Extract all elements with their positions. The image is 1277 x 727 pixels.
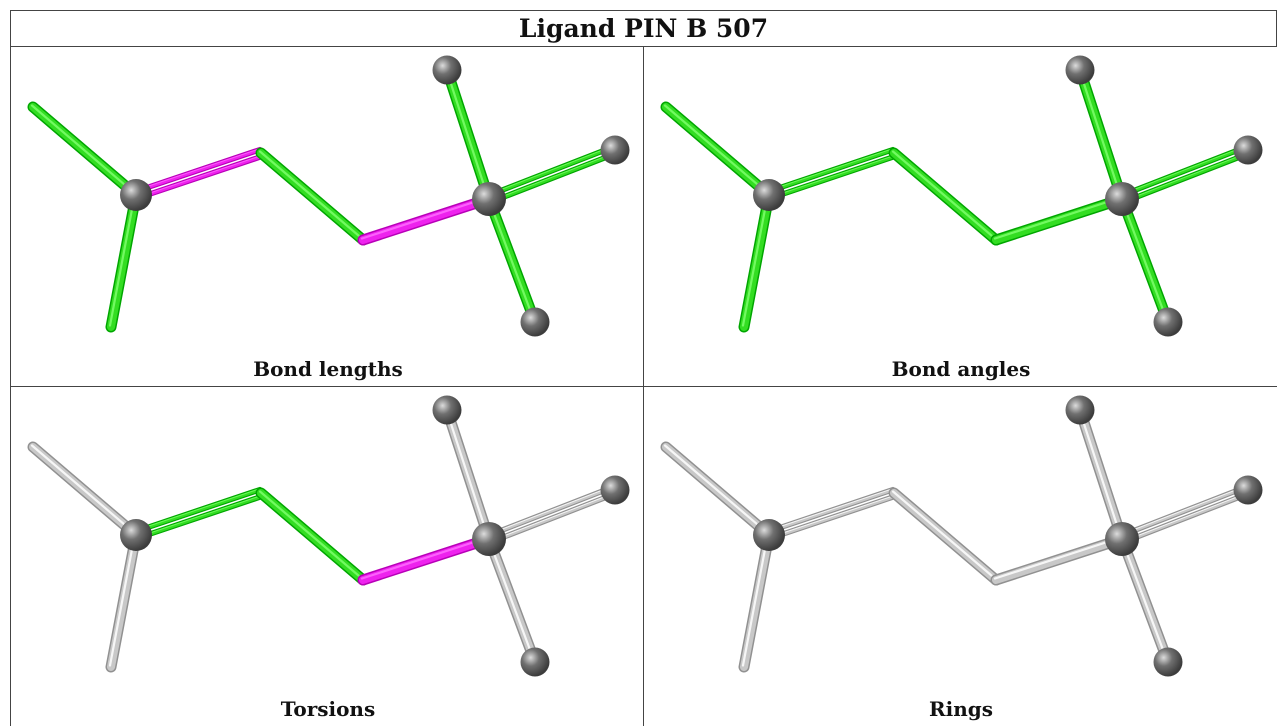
panel-torsions: Torsions — [10, 386, 644, 726]
atom-c1 — [120, 179, 152, 211]
bond-c1-m2 — [105, 529, 142, 673]
ligand-figure: Ligand PIN B 507 Bond lengths Bond angle… — [10, 10, 1277, 726]
atom-f2 — [600, 475, 630, 505]
panel-bond-lengths: Bond lengths — [10, 46, 644, 386]
atom-f2 — [1233, 135, 1263, 165]
bond-c1-c2 — [132, 146, 265, 202]
atom-f1 — [1065, 395, 1095, 425]
panel-bond-angles: Bond angles — [644, 46, 1277, 386]
panel-rings: Rings — [644, 386, 1277, 726]
panel-label-bond-lengths: Bond lengths — [253, 357, 403, 381]
bond-c3-c4 — [357, 533, 495, 586]
bond-c1-m2 — [738, 189, 775, 333]
bond-m1-c1 — [27, 101, 142, 201]
figure-title: Ligand PIN B 507 — [10, 10, 1277, 46]
atom-f1 — [1065, 55, 1095, 85]
panel-label-torsions: Torsions — [280, 697, 376, 721]
bond-c1-c2 — [765, 146, 898, 202]
molecule-view-torsions — [27, 395, 630, 677]
bond-m1-c1 — [660, 101, 775, 201]
bond-m1-c1 — [27, 441, 142, 541]
bond-m1-c1 — [660, 441, 775, 541]
bond-c1-c2 — [132, 486, 265, 542]
panel-label-rings: Rings — [928, 697, 993, 721]
atom-f3 — [1153, 647, 1183, 677]
bond-c4-f2 — [1117, 483, 1253, 546]
atom-c1 — [753, 179, 785, 211]
bond-c4-f2 — [484, 143, 620, 206]
molecule-view-bond-angles — [660, 55, 1263, 337]
bond-c4-f1 — [441, 404, 495, 545]
bond-c1-m2 — [105, 189, 142, 333]
bond-c4-f1 — [441, 64, 495, 205]
atom-f3 — [1153, 307, 1183, 337]
atom-c4 — [472, 182, 506, 216]
bond-c2-c3 — [888, 147, 1002, 246]
bond-c3-c4 — [357, 193, 495, 246]
bond-c2-c3 — [255, 487, 369, 586]
bond-c4-f2 — [1117, 143, 1253, 206]
bond-c3-c4 — [990, 533, 1128, 586]
atom-c1 — [753, 519, 785, 551]
bond-c4-f1 — [1074, 64, 1128, 205]
atom-c4 — [472, 522, 506, 556]
panel-label-bond-angles: Bond angles — [891, 357, 1031, 381]
bond-c2-c3 — [888, 487, 1002, 586]
bond-c4-f1 — [1074, 404, 1128, 545]
atom-c4 — [1105, 182, 1139, 216]
molecule-view-bond-lengths — [27, 55, 630, 337]
molecule-view-rings — [660, 395, 1263, 677]
bond-c4-f3 — [1116, 193, 1174, 328]
atom-c1 — [120, 519, 152, 551]
bond-c4-f2 — [484, 483, 620, 546]
atom-f3 — [520, 647, 550, 677]
atom-f1 — [432, 395, 462, 425]
atom-f3 — [520, 307, 550, 337]
atom-f1 — [432, 55, 462, 85]
bond-c1-m2 — [738, 529, 775, 673]
bond-c2-c3 — [255, 147, 369, 246]
bond-c4-f3 — [483, 193, 541, 328]
bond-c4-f3 — [1116, 533, 1174, 668]
atom-c4 — [1105, 522, 1139, 556]
bond-c4-f3 — [483, 533, 541, 668]
bond-c1-c2 — [765, 486, 898, 542]
atom-f2 — [1233, 475, 1263, 505]
bond-c3-c4 — [990, 193, 1128, 246]
atom-f2 — [600, 135, 630, 165]
